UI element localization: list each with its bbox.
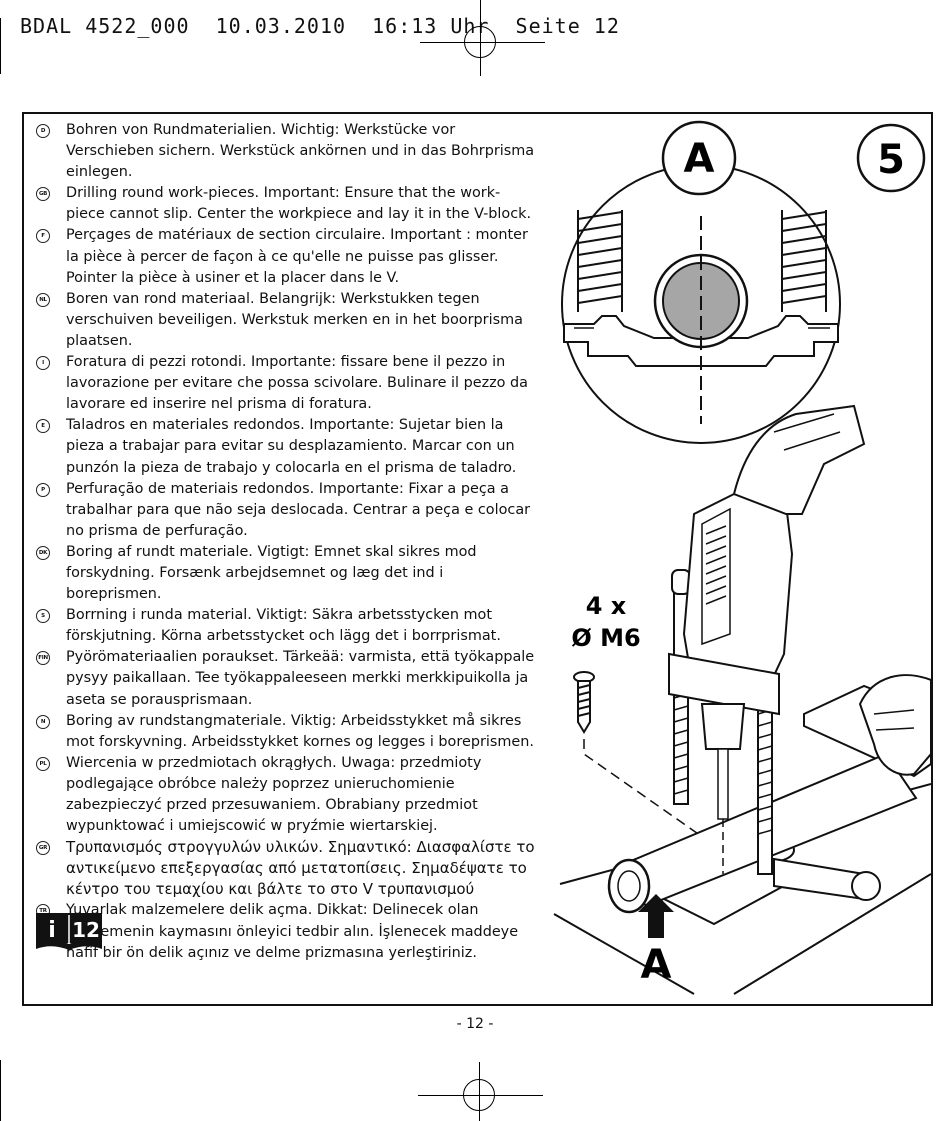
- instruction-list: D Bohren von Rundmaterialien. Wichtig: We…: [36, 120, 536, 964]
- language-code-icon: E: [36, 419, 50, 434]
- language-code-icon: NL: [36, 292, 50, 307]
- entry-nl: NL Boren van rond materiaal. Belangrijk: …: [36, 289, 536, 352]
- entry-i: I Foratura di pezzi rotondi. Importante: …: [36, 352, 536, 415]
- entry-text: Boren van rond materiaal. Belangrijk: We…: [66, 290, 523, 349]
- entry-e: E Taladros en materiales redondos. Import…: [36, 415, 536, 478]
- detail-magnifier: [561, 164, 841, 444]
- entry-text: Perçages de matériaux de section circula…: [66, 227, 528, 286]
- entry-dk: DK Boring af rundt materiale. Vigtigt: Em…: [36, 542, 536, 605]
- entry-text: Yuvarlak malzemelere delik açma. Dikkat:…: [66, 902, 519, 961]
- entry-text: Pyörömateriaalien poraukset. Tärkeää: va…: [66, 649, 535, 708]
- info-book-icon: i 12: [36, 913, 102, 950]
- crop-mark-left: [0, 18, 1, 74]
- entry-pl: PL Wiercenia w przedmiotach okrągłych. Uw…: [36, 753, 536, 837]
- entry-p: P Perfuração de materiais redondos. Impor…: [36, 479, 536, 542]
- entry-gr: GR Τρυπανισμός στρογγυλών υλικών. Σημαντι…: [36, 837, 536, 900]
- detail-label: A: [684, 136, 715, 182]
- language-code-icon: S: [36, 609, 50, 624]
- print-header: BDAL 4522_000 10.03.2010 16:13 Uhr Seite…: [20, 14, 620, 38]
- language-code-icon: PL: [36, 756, 50, 771]
- arrow-label: A: [641, 942, 672, 988]
- language-code-icon: D: [36, 124, 50, 138]
- entry-text: Taladros en materiales redondos. Importa…: [66, 417, 517, 476]
- entry-text: Wiercenia w przedmiotach okrągłych. Uwag…: [66, 754, 482, 835]
- screw-size: Ø M6: [571, 624, 640, 652]
- arrow-up-icon: [638, 894, 674, 938]
- language-code-icon: I: [36, 356, 50, 371]
- language-code-icon: DK: [36, 545, 50, 560]
- entry-text: Bohren von Rundmaterialien. Wichtig: Wer…: [66, 122, 535, 181]
- entry-f: F Perçages de matériaux de section circul…: [36, 225, 536, 288]
- step-number: 5: [877, 137, 905, 183]
- entry-gb: GB Drilling round work-pieces. Important:…: [36, 183, 536, 225]
- language-code-icon: FIN: [36, 651, 50, 666]
- crop-mark-bottom-left: [0, 1060, 1, 1121]
- entry-d: D Bohren von Rundmaterialien. Wichtig: We…: [36, 120, 536, 183]
- entry-text: Boring av rundstangmateriale. Viktig: Ar…: [66, 712, 534, 750]
- language-code-icon: N: [36, 714, 50, 729]
- entry-text: Foratura di pezzi rotondi. Importante: f…: [66, 354, 529, 413]
- entry-fin: FIN Pyörömateriaalien poraukset. Tärkeää:…: [36, 647, 536, 710]
- content-frame: D Bohren von Rundmaterialien. Wichtig: We…: [22, 112, 933, 1006]
- page-number: - 12 -: [456, 1016, 494, 1032]
- entry-text: Boring af rundt materiale. Vigtigt: Emne…: [66, 543, 477, 603]
- language-code-icon: GB: [36, 187, 50, 202]
- entry-text: Borrning i runda material. Viktigt: Säkr…: [66, 607, 501, 645]
- language-code-icon: P: [36, 482, 50, 497]
- registration-circle-bottom: [463, 1079, 495, 1111]
- entry-text: Drilling round work-pieces. Important: E…: [66, 185, 532, 223]
- info-page-number: 12: [72, 918, 100, 942]
- entry-text: Perfuração de materiais redondos. Import…: [66, 480, 531, 539]
- registration-circle-top: [464, 26, 496, 58]
- screw-icon: [573, 671, 595, 734]
- entry-s: S Borrning i runda material. Viktigt: Säk…: [36, 605, 536, 647]
- info-letter: i: [48, 918, 56, 943]
- entry-text: Τρυπανισμός στρογγυλών υλικών. Σημαντικό…: [66, 838, 535, 899]
- entry-n: N Boring av rundstangmateriale. Viktig: A…: [36, 711, 536, 753]
- language-code-icon: F: [36, 229, 50, 244]
- screw-count: 4 x: [586, 592, 627, 620]
- language-code-icon: GR: [36, 841, 50, 856]
- drill-stand-illustration: A 5 4 x Ø M6: [553, 120, 931, 995]
